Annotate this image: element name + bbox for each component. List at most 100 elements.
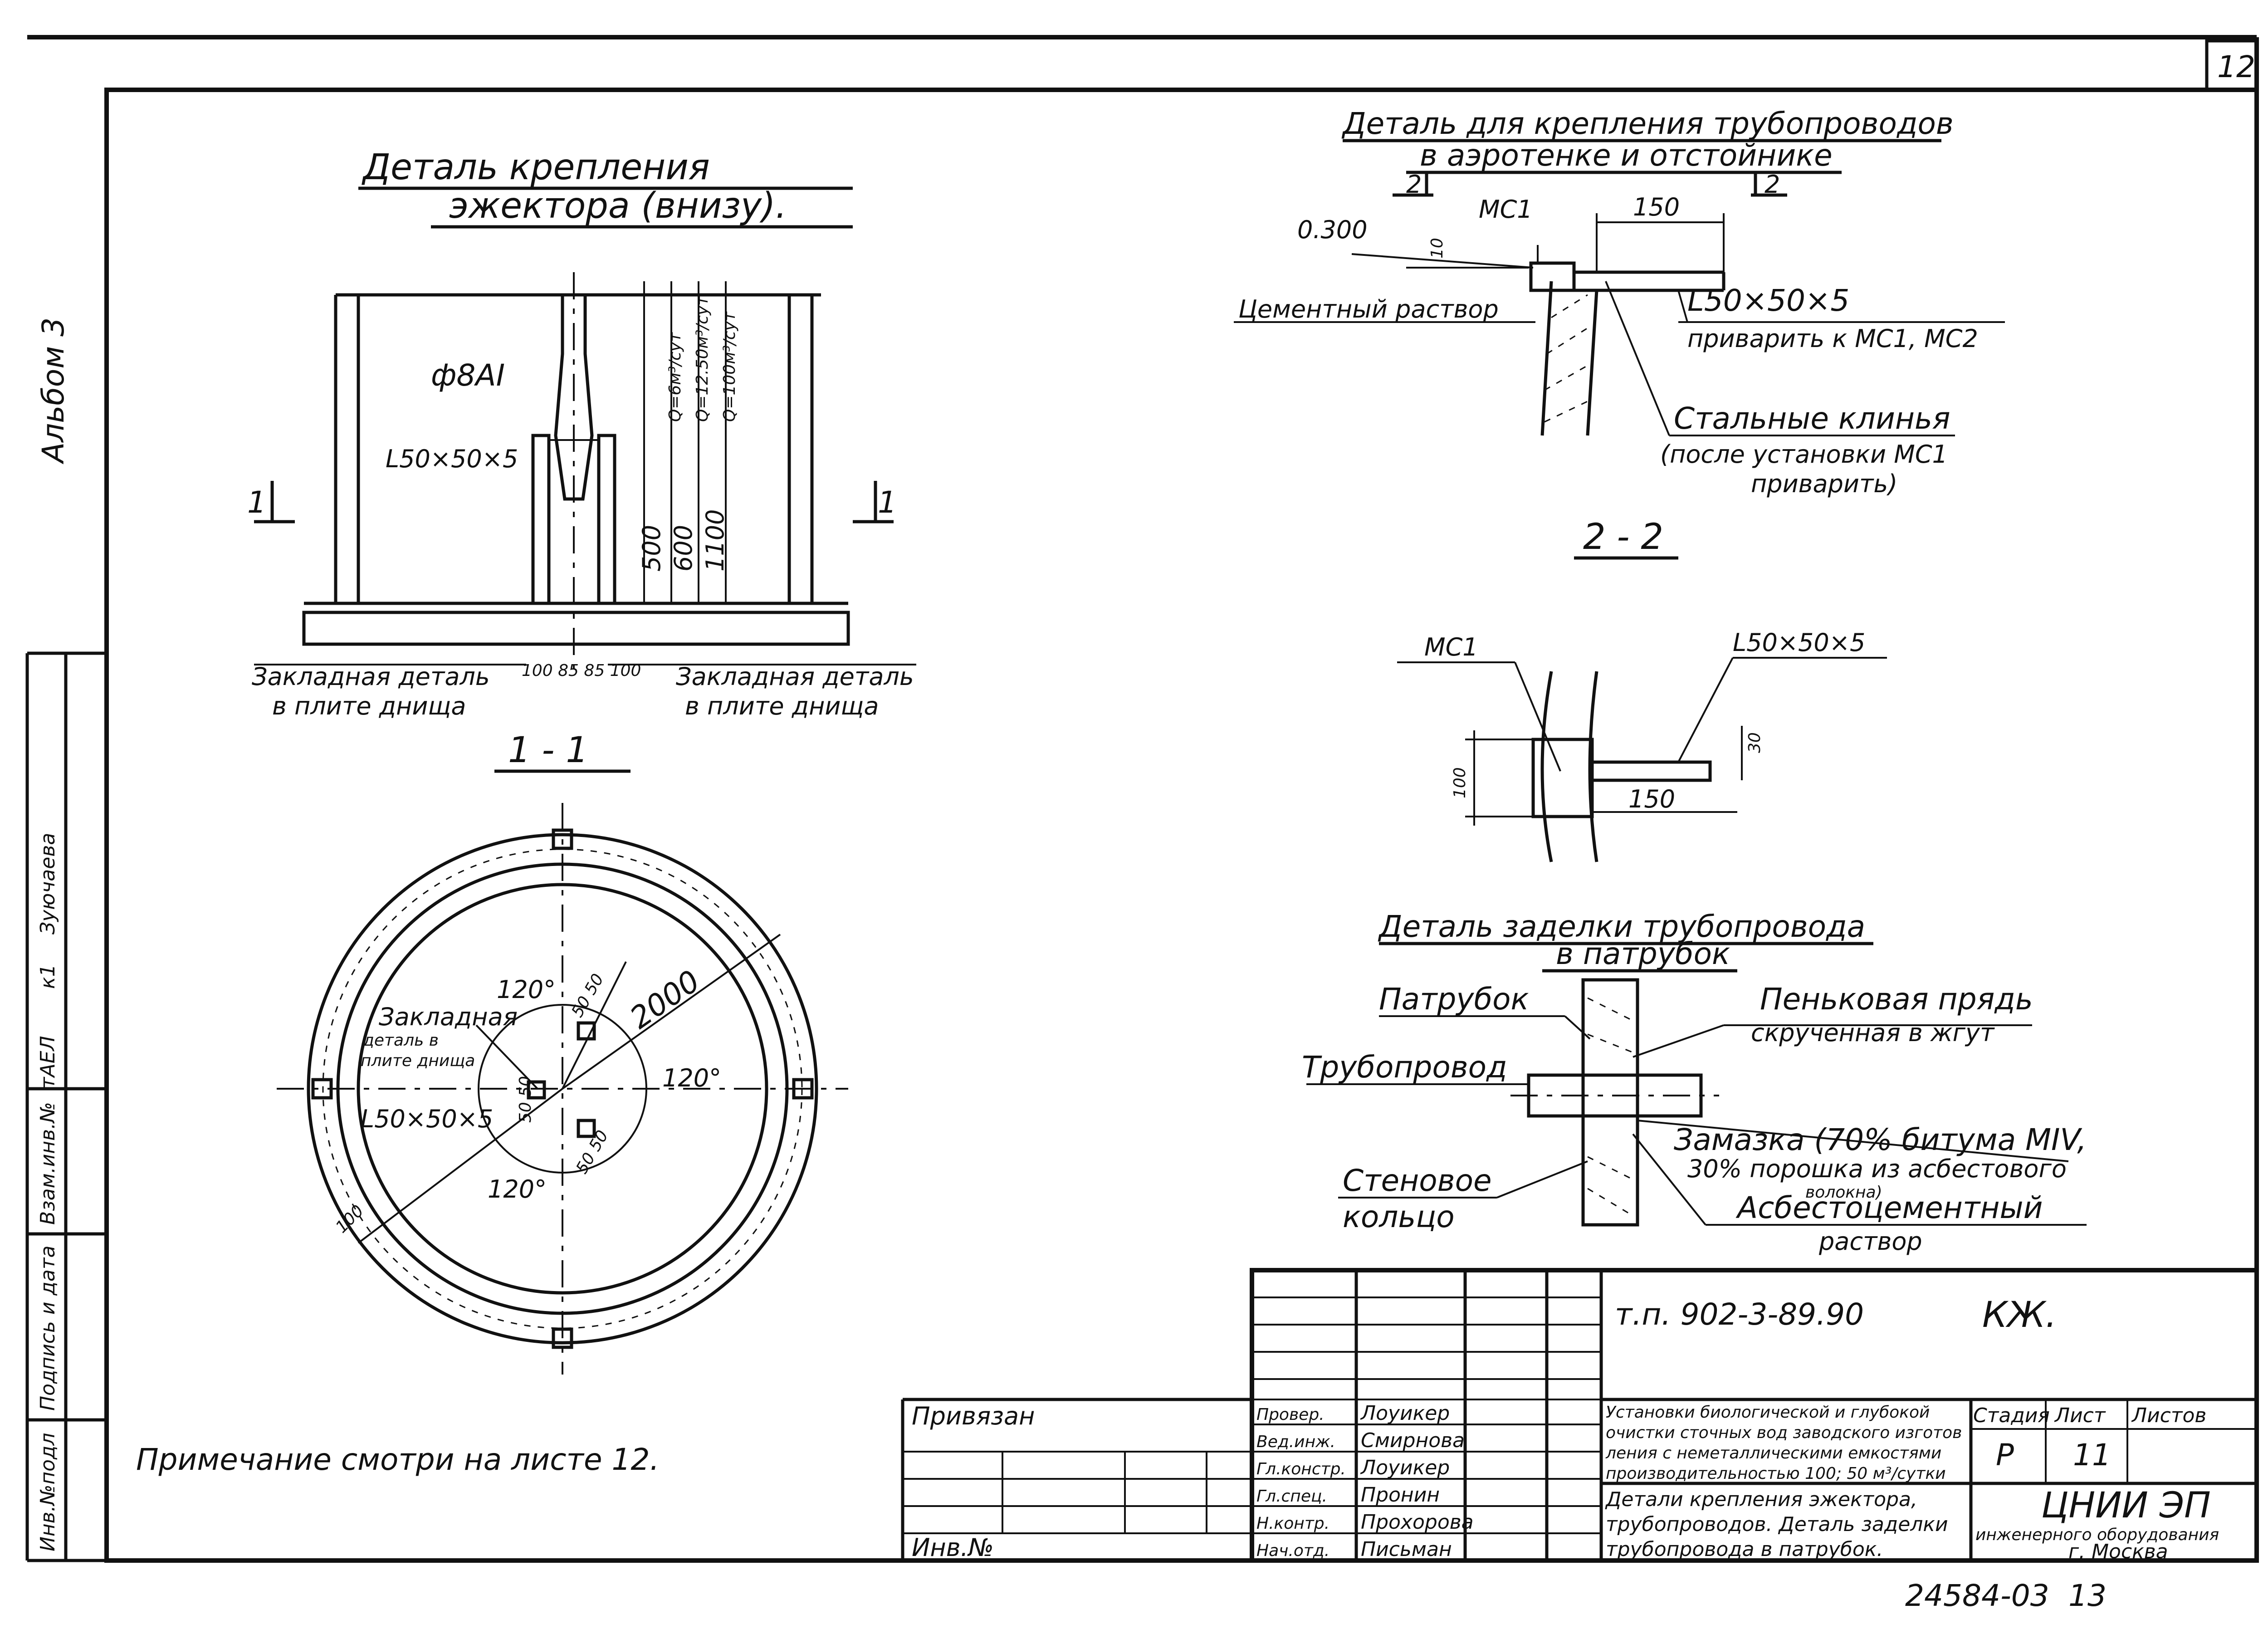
sec22-dim-150: 150 bbox=[1628, 785, 1675, 813]
sheet-title-3: трубопровода в патрубок. bbox=[1606, 1538, 1883, 1561]
ejector-title-2: эжектора (внизу). bbox=[449, 186, 787, 226]
embed-right-1: Закладная деталь bbox=[676, 662, 914, 691]
doc-code: т.п. 902-3-89.90 bbox=[1615, 1297, 1864, 1332]
sheet-title-2: трубопроводов. Деталь заделки bbox=[1606, 1513, 1948, 1536]
pipe-fix-detail bbox=[1234, 139, 2005, 560]
project-1: Установки биологической и глубокой bbox=[1606, 1403, 1930, 1422]
q-label-1: Q=6м³/сут bbox=[666, 332, 684, 422]
ejector-title-1: Деталь крепления bbox=[362, 147, 710, 188]
name-5: Прохорова bbox=[1361, 1511, 1474, 1534]
seal-pipeline: Трубопровод bbox=[1302, 1050, 1507, 1085]
role-1: Провер. bbox=[1256, 1405, 1325, 1424]
seal-asbestos-1: Асбестоцементный bbox=[1735, 1190, 2043, 1225]
pipe-fix-cement: Цементный раствор bbox=[1238, 295, 1499, 323]
album-label: Альбом 3 bbox=[36, 318, 71, 465]
pipe-fix-level: 0.300 bbox=[1297, 215, 1368, 244]
height-1100: 1100 bbox=[701, 509, 729, 572]
plan-view bbox=[277, 803, 848, 1375]
name-4: Пронин bbox=[1361, 1483, 1440, 1507]
cut-marker-right: 1 bbox=[878, 485, 897, 520]
stage-header: Стадия bbox=[1973, 1404, 2050, 1427]
stamp-inv-podl: Инв.№подл bbox=[36, 1433, 59, 1551]
plan-embed-1: Закладная bbox=[379, 1003, 518, 1031]
name-3: Лоуикер bbox=[1360, 1456, 1450, 1479]
role-2: Вед.инж. bbox=[1256, 1433, 1335, 1451]
sheets-header: Листов bbox=[2131, 1404, 2206, 1427]
role-5: Н.контр. bbox=[1256, 1514, 1330, 1533]
seal-hemp-2: скрученная в жгут bbox=[1751, 1018, 1995, 1047]
stamp-vzam: Взам.инв.№ bbox=[36, 1102, 59, 1225]
sec22-angle: L50×50×5 bbox=[1733, 628, 1865, 657]
plan-embed-3: плите днища bbox=[361, 1052, 475, 1070]
plan-angle-120-top: 120° bbox=[497, 975, 556, 1004]
inv-no: Инв.№ bbox=[912, 1533, 994, 1562]
section-22-view bbox=[1397, 657, 1887, 862]
pipe-fix-wedges-3: приварить) bbox=[1751, 470, 1897, 498]
pipe-fix-dim-10: 10 bbox=[1428, 238, 1447, 259]
sec22-dim-100: 100 bbox=[1451, 767, 1469, 798]
cut-marker-left: 1 bbox=[247, 485, 266, 520]
plan-dim-50-50-b: 50 50 bbox=[516, 1076, 535, 1123]
seal-title-1: Деталь заделки трубопровода bbox=[1378, 909, 1865, 944]
role-3: Гл.констр. bbox=[1256, 1460, 1346, 1478]
doc-mark: КЖ. bbox=[1982, 1295, 2057, 1336]
section-2-2: 2 - 2 bbox=[1583, 517, 1663, 558]
org-1: ЦНИИ ЭП bbox=[2041, 1485, 2211, 1526]
seal-putty-3: волокна) bbox=[1805, 1183, 1882, 1202]
section-1-1: 1 - 1 bbox=[508, 730, 588, 771]
seal-asbestos-2: раствор bbox=[1818, 1227, 1922, 1256]
rebar-label: ф8АI bbox=[431, 358, 505, 393]
plan-angle-label: L50×50×5 bbox=[361, 1105, 493, 1133]
pipe-seal-detail bbox=[1306, 942, 2087, 1227]
name-1: Лоуикер bbox=[1360, 1402, 1450, 1425]
q-label-3: Q=100м³/сут bbox=[720, 311, 739, 422]
seal-wall-ring-1: Стеновое bbox=[1343, 1163, 1492, 1198]
height-600: 600 bbox=[669, 525, 698, 572]
stamp-k1: к1 bbox=[36, 964, 59, 989]
seal-wall-ring-2: кольцо bbox=[1343, 1199, 1455, 1234]
name-2: Смирнова bbox=[1361, 1429, 1465, 1452]
embed-right-2: в плите днища bbox=[685, 692, 879, 720]
pipe-fix-marker-left: 2 bbox=[1406, 170, 1422, 199]
angle-label: L50×50×5 bbox=[386, 445, 518, 473]
project-4: производительностью 100; 50 м³/сутки bbox=[1606, 1464, 1946, 1483]
sheet-value: 11 bbox=[2073, 1438, 2111, 1473]
pipe-fix-mc1: МС1 bbox=[1479, 195, 1533, 224]
bottom-code: 24584-03 bbox=[1905, 1578, 2049, 1613]
seal-title-2: в патрубок bbox=[1556, 936, 1730, 971]
bottom-page: 13 bbox=[2068, 1578, 2107, 1613]
plan-embed-2: деталь в bbox=[362, 1031, 439, 1050]
seal-putty-1: Замазка (70% битума МIV, bbox=[1674, 1122, 2087, 1157]
project-3: ления с неметаллическими емкостями bbox=[1605, 1444, 1941, 1463]
privyazan: Привязан bbox=[912, 1402, 1035, 1430]
org-3: г. Москва bbox=[2068, 1540, 2168, 1563]
stamp-tael: тАЕЛ bbox=[36, 1036, 59, 1089]
stamp-podpis: Подпись и дата bbox=[36, 1246, 59, 1411]
sec22-dim-30: 30 bbox=[1745, 732, 1764, 753]
margin-strip bbox=[25, 651, 107, 1562]
title-block bbox=[901, 1268, 2259, 1563]
seal-putty-2: 30% порошка из асбестового bbox=[1687, 1155, 2067, 1183]
pipe-fix-weld: приварить к МС1, МС2 bbox=[1687, 324, 1978, 353]
role-4: Гл.спец. bbox=[1256, 1487, 1327, 1506]
note-text: Примечание смотри на листе 12. bbox=[136, 1442, 660, 1477]
seal-patrubok: Патрубок bbox=[1379, 982, 1529, 1017]
ejector-detail: Деталь крепления эжектора (внизу). bbox=[254, 147, 916, 773]
name-6: Письман bbox=[1361, 1538, 1452, 1561]
stage-value: Р bbox=[1996, 1438, 2014, 1473]
pipe-fix-wedges-1: Стальные клинья bbox=[1674, 401, 1950, 436]
bottom-dims: 100 85 85 100 bbox=[522, 661, 641, 680]
sheet-title-1: Детали крепления эжектора, bbox=[1605, 1488, 1917, 1511]
project-2: очистки сточных вод заводского изготов bbox=[1606, 1424, 1962, 1442]
sheet-header: Лист bbox=[2054, 1404, 2106, 1427]
sec22-mc1: МС1 bbox=[1424, 633, 1478, 661]
role-6: Нач.отд. bbox=[1256, 1541, 1330, 1560]
stamp-zyuchaeva: Зуючаева bbox=[36, 833, 59, 934]
embed-left-1: Закладная деталь bbox=[252, 662, 490, 691]
pipe-fix-title-2: в аэротенке и отстойнике bbox=[1420, 138, 1833, 173]
pipe-fix-title-1: Деталь для крепления трубопроводов bbox=[1341, 106, 1954, 141]
plan-angle-120-right: 120° bbox=[662, 1064, 721, 1092]
plan-angle-120-bottom: 120° bbox=[488, 1175, 547, 1203]
q-label-2: Q=12.50м³/сут bbox=[693, 296, 712, 422]
